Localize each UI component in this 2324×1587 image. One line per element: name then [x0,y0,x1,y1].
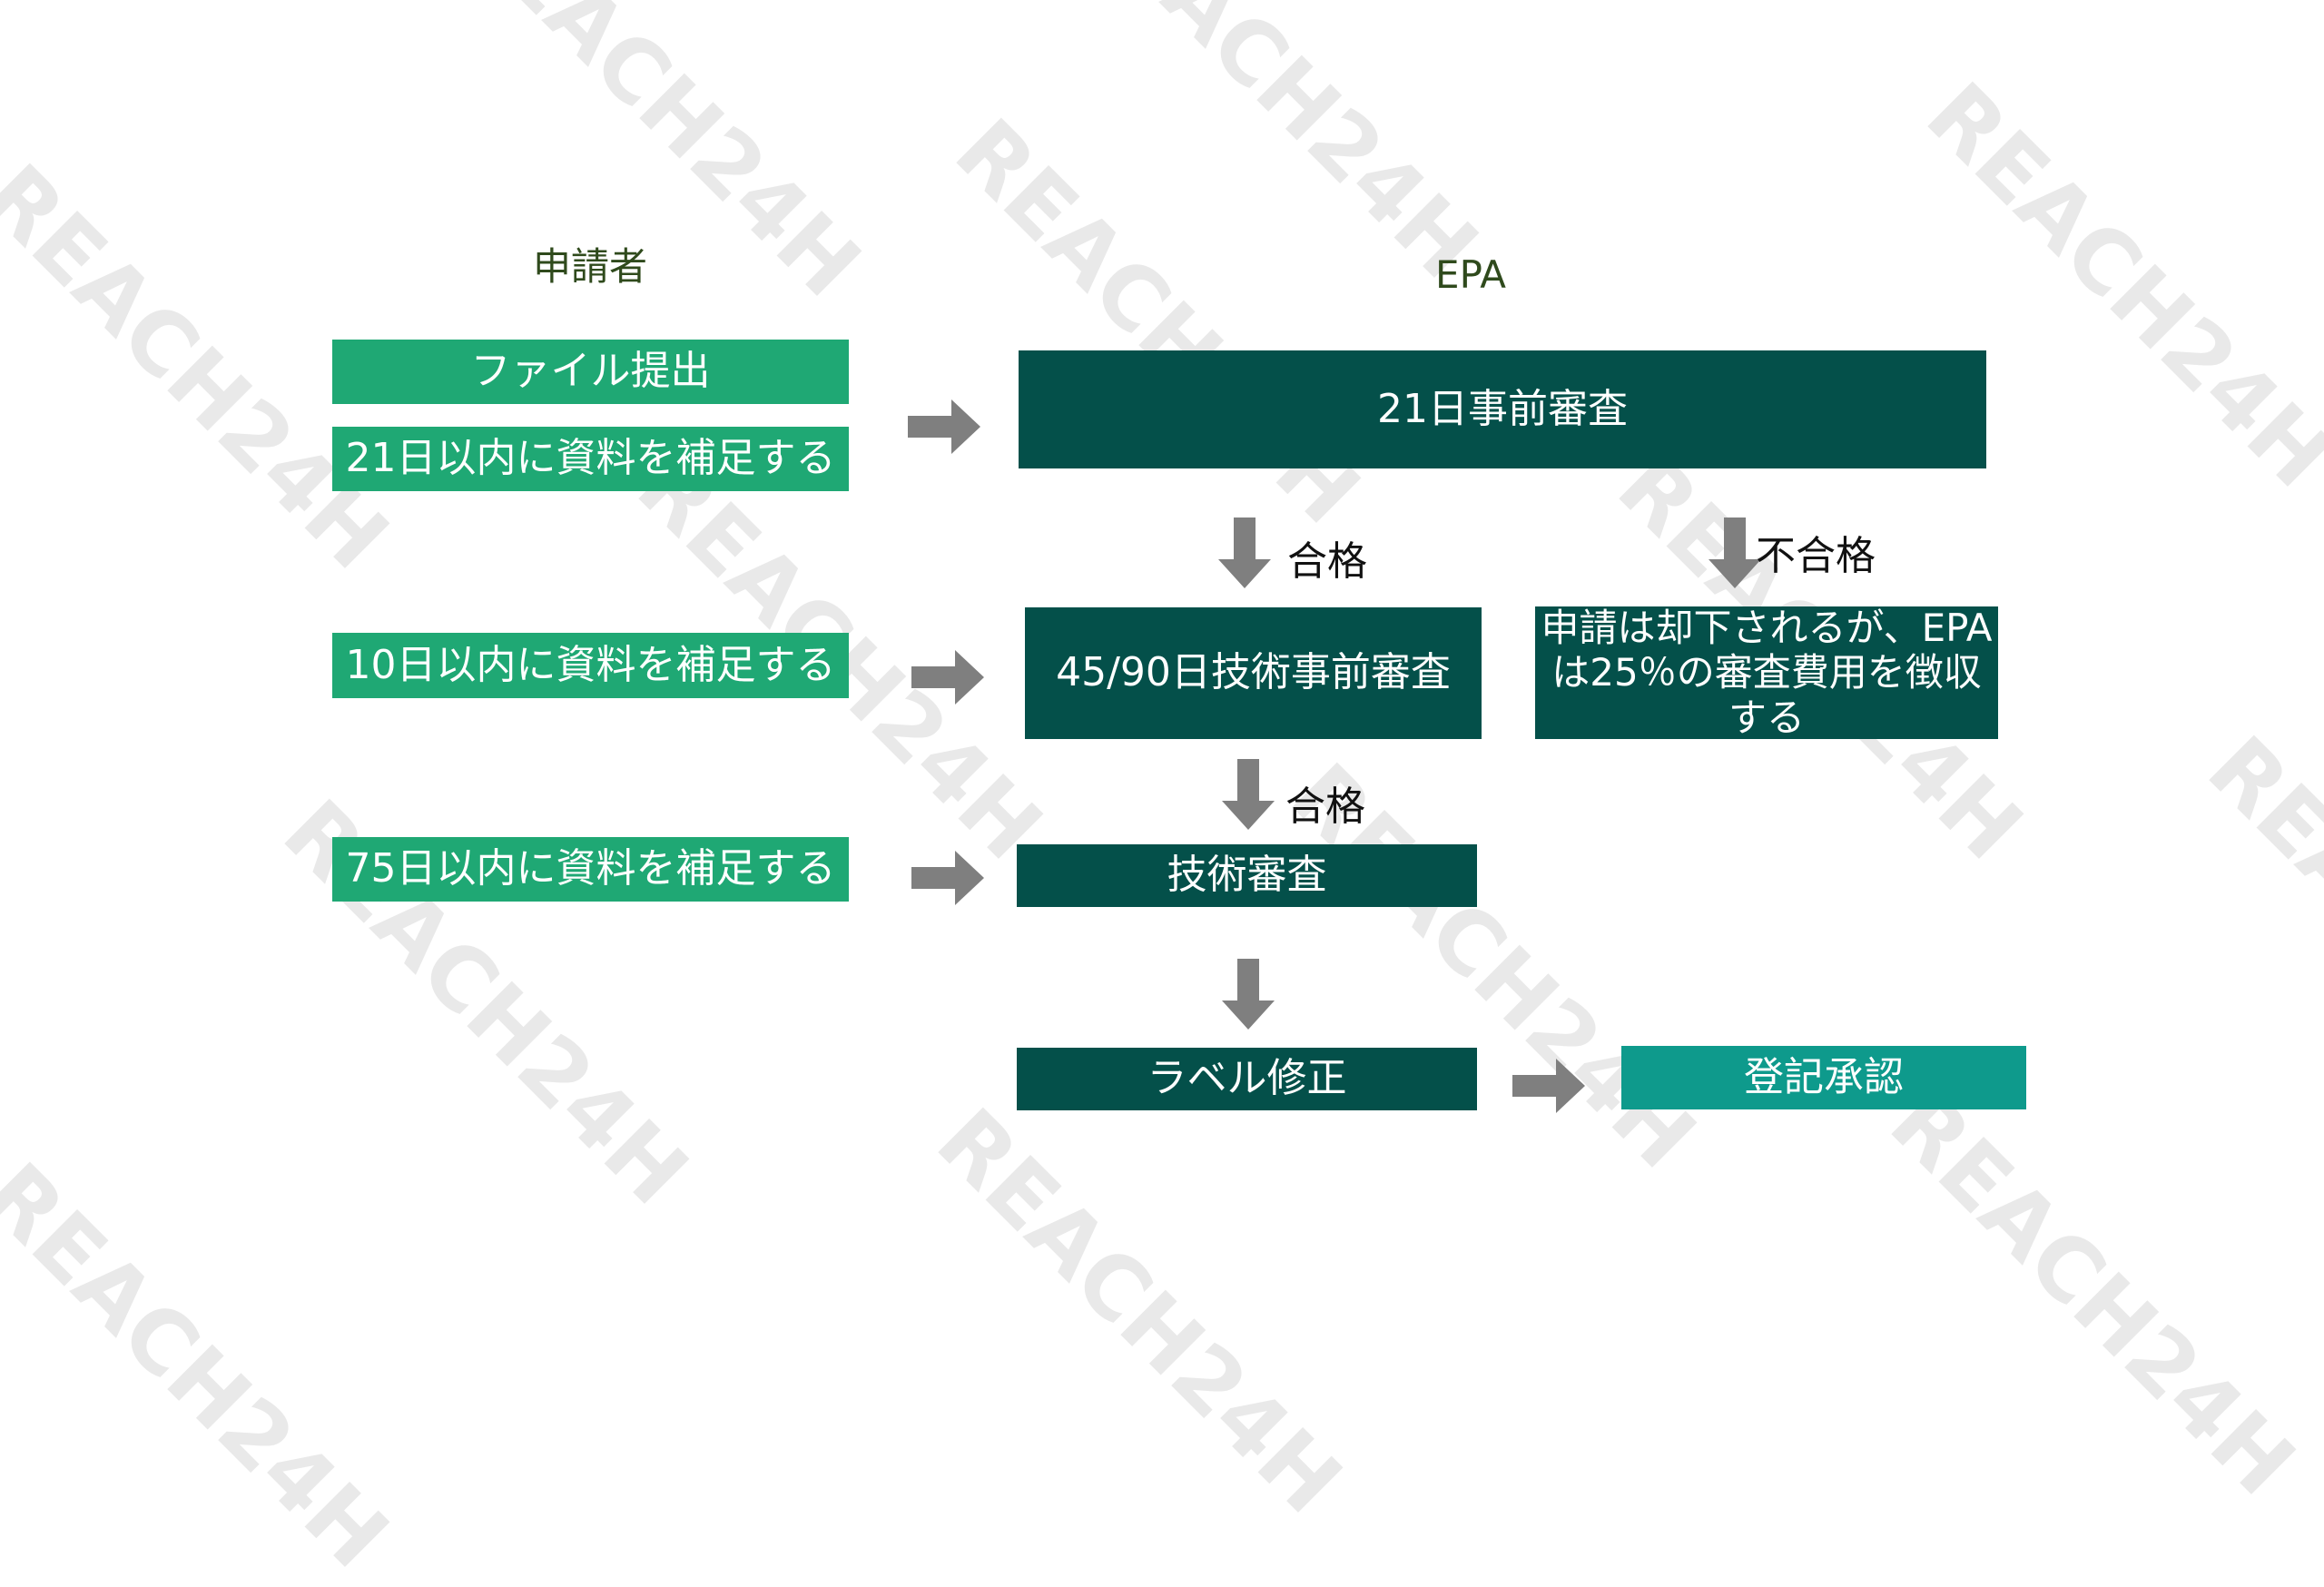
watermark: REACH24H [935,100,1380,544]
watermark: REACH24H [917,1089,1362,1533]
supplement-75-box: 75日以内に資料を補足する [332,837,849,902]
right-arrow-icon [911,851,984,905]
down-arrow-icon [1218,518,1271,588]
supplement-10-box: 10日以内に資料を補足する [332,633,849,698]
down-arrow-icon [1222,959,1275,1030]
watermark: REACH24H [1870,1071,2315,1515]
applicant-header: 申請者 [532,244,647,289]
file-submit-box: ファイル提出 [332,340,849,404]
pass-label: 合格 [1285,784,1365,830]
approval-box: 登記承認 [1621,1046,2026,1109]
label-fix-box: ラベル修正 [1017,1048,1477,1110]
tech-review-box: 技術審査 [1017,844,1477,907]
tech-prereview-box: 45/90日技術事前審査 [1025,607,1482,739]
pass-label: 合格 [1287,538,1367,585]
right-arrow-icon [1512,1059,1585,1113]
right-arrow-icon [908,399,980,454]
watermark: REACH24H [2188,717,2324,1161]
rejected-box: 申請は却下されるが、EPAは25％の審査費用を徴収する [1535,606,1998,740]
watermark: REACH24H [0,1144,409,1587]
epa-header: EPA [1435,252,1506,297]
prereview-21-box: 21日事前審査 [1019,350,1986,468]
down-arrow-icon [1222,759,1275,830]
fail-label: 不合格 [1756,533,1876,579]
supplement-21-box: 21日以内に資料を補足する [332,427,849,491]
down-arrow-icon [1709,518,1761,588]
right-arrow-icon [911,650,984,705]
